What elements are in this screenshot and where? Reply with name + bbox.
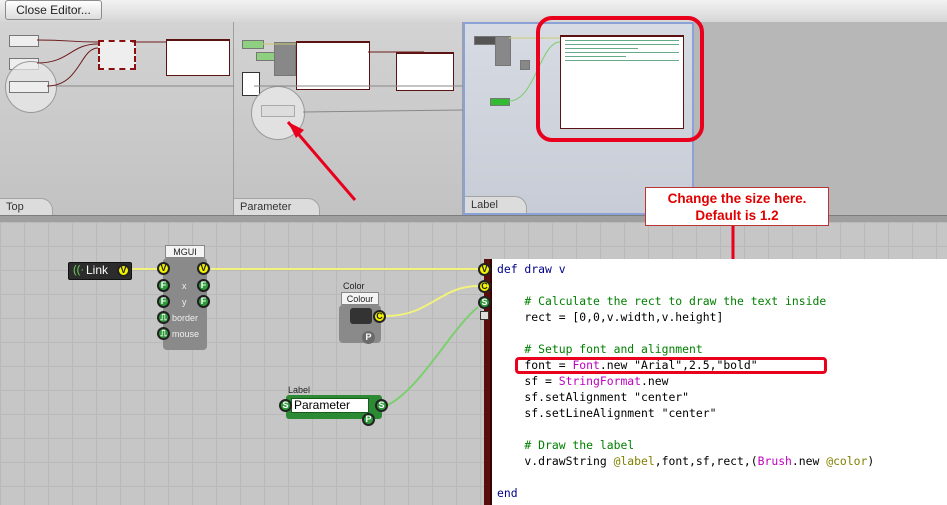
link-node[interactable]: ((· Link V <box>68 262 132 280</box>
tab-top[interactable]: Top <box>0 198 53 215</box>
code-token: end <box>497 486 518 500</box>
code-token: sf.setAlignment "center" <box>497 390 690 404</box>
colour-swatch[interactable] <box>350 308 372 324</box>
tab-parameter[interactable]: Parameter <box>234 198 321 215</box>
colour-caption: Color <box>343 281 365 291</box>
code-line: v.drawString @label,font,sf,rect,(Brush.… <box>497 453 874 469</box>
mgui-border-port[interactable]: ⎍ <box>157 311 170 324</box>
code-token: # Calculate the rect to draw the text in… <box>497 294 827 308</box>
link-output-port[interactable]: V <box>117 264 130 277</box>
code-token: ) <box>867 454 875 468</box>
mgui-x-in-port[interactable]: F <box>157 279 170 292</box>
code-token: StringFormat <box>558 374 642 388</box>
label-input-port[interactable]: S <box>279 399 292 412</box>
thumbnail-panel-label[interactable]: Label <box>463 22 694 215</box>
annotation-line-2: Default is 1.2 <box>695 208 779 223</box>
code-token: Brush <box>757 454 792 468</box>
editor-resize-icon[interactable] <box>480 311 489 320</box>
mini-node <box>261 105 295 117</box>
code-token: .new <box>641 374 669 388</box>
code-line: font = Font.new "Arial",2.5,"bold" <box>497 357 758 373</box>
code-token: # Setup font and alignment <box>497 342 703 356</box>
mini-doc <box>166 39 230 76</box>
link-label: Link <box>86 263 109 277</box>
mgui-x-label: x <box>182 281 187 291</box>
highlight-label-thumbnail <box>536 16 704 142</box>
mini-node <box>490 98 510 106</box>
code-token: sf = <box>497 374 559 388</box>
label-caption: Label <box>288 385 311 395</box>
code-line: end <box>497 485 518 501</box>
colour-p-port[interactable]: P <box>362 331 375 344</box>
label-output-port[interactable]: S <box>375 399 388 412</box>
code-editor[interactable] <box>490 259 947 505</box>
code-token: def draw v <box>497 262 566 276</box>
code-line: def draw v <box>497 261 566 277</box>
editor-s-port[interactable]: S <box>478 296 491 309</box>
thumbnail-panel-top[interactable]: Top <box>0 22 234 215</box>
mgui-x-out-port[interactable]: F <box>197 279 210 292</box>
code-token: .new "Arial",2.5,"bold" <box>599 358 758 372</box>
mini-node <box>242 72 260 96</box>
mini-node-selected <box>98 40 136 70</box>
code-line: sf = StringFormat.new <box>497 373 668 389</box>
tab-label[interactable]: Label <box>465 196 527 213</box>
mini-node <box>520 60 530 70</box>
mgui-mouse-port[interactable]: ⎍ <box>157 327 170 340</box>
mgui-input-port[interactable]: V <box>157 262 170 275</box>
mini-node <box>495 36 511 66</box>
close-editor-button[interactable]: Close Editor... <box>5 0 102 20</box>
mgui-mouse-label: mouse <box>172 329 200 339</box>
code-line: # Setup font and alignment <box>497 341 703 357</box>
colour-output-port[interactable]: C <box>373 310 386 323</box>
code-token: sf.setLineAlignment "center" <box>497 406 717 420</box>
annotation-callout: Change the size here. Default is 1.2 <box>645 187 829 226</box>
link-icon: ((· <box>73 264 84 276</box>
code-token: Font <box>572 358 600 372</box>
mgui-title: MGUI <box>165 245 205 258</box>
code-line: # Calculate the rect to draw the text in… <box>497 293 826 309</box>
editor-c-port[interactable]: C <box>478 280 491 293</box>
label-p-port[interactable]: P <box>362 413 375 426</box>
highlight-font-line <box>515 357 827 374</box>
mini-wires <box>254 43 463 113</box>
mini-doc <box>296 41 370 90</box>
thumbnail-panel-parameter[interactable]: Parameter <box>234 22 463 215</box>
code-token: .new <box>791 454 827 468</box>
code-line: rect = [0,0,v.width,v.height] <box>497 309 723 325</box>
code-token: @label <box>613 454 655 468</box>
mini-doc <box>396 52 454 91</box>
code-token: ,font,sf,rect,( <box>654 454 758 468</box>
code-line: sf.setLineAlignment "center" <box>497 405 716 421</box>
mgui-y-out-port[interactable]: F <box>197 295 210 308</box>
mgui-y-in-port[interactable]: F <box>157 295 170 308</box>
mgui-output-port[interactable]: V <box>197 262 210 275</box>
code-token: font = <box>497 358 573 372</box>
mini-node <box>274 42 296 76</box>
mini-node <box>9 81 49 93</box>
code-token: @color <box>826 454 868 468</box>
mgui-y-label: y <box>182 297 187 307</box>
code-line: # Draw the label <box>497 437 634 453</box>
colour-title: Colour <box>341 292 379 305</box>
mini-doc <box>560 35 684 129</box>
code-line: sf.setAlignment "center" <box>497 389 689 405</box>
mini-wires <box>36 39 234 87</box>
code-token: rect = [0,0,v.width,v.height] <box>497 310 724 324</box>
label-value-field[interactable]: Parameter <box>291 398 369 413</box>
annotation-line-1: Change the size here. <box>667 191 807 206</box>
mini-node <box>9 35 39 47</box>
mgui-border-label: border <box>172 313 199 323</box>
code-token: # Draw the label <box>497 438 635 452</box>
editor-v-port[interactable]: V <box>478 263 491 276</box>
code-token: v.drawString <box>497 454 614 468</box>
